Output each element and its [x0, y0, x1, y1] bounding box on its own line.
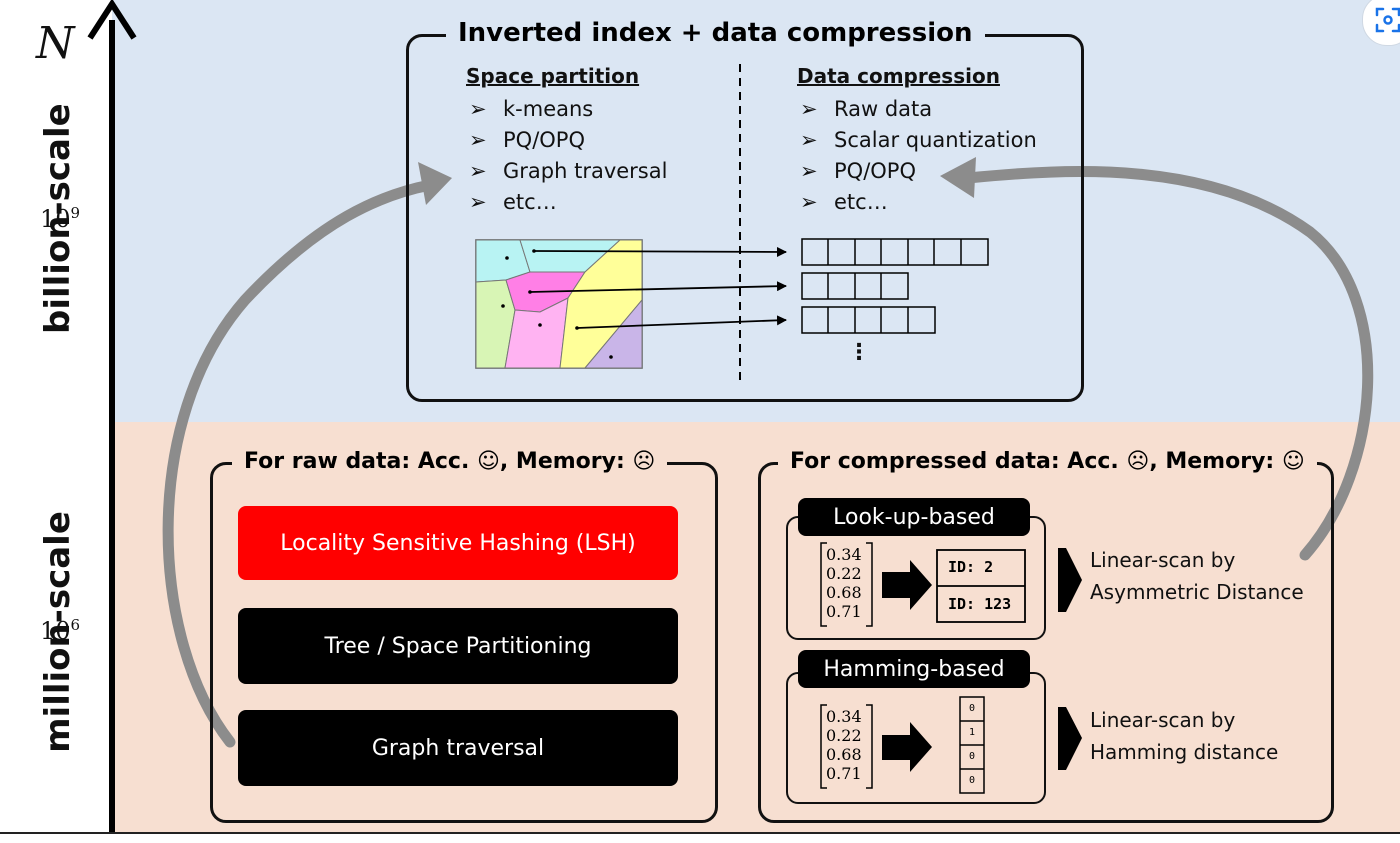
- list-arrow-3: [576, 315, 787, 329]
- tick-billion-exponent: 9: [70, 204, 81, 222]
- million-scale-label: million-scale: [38, 511, 78, 753]
- space-partition-item-label: etc…: [503, 190, 557, 214]
- space-partition-item: ➢ Graph traversal: [469, 159, 667, 183]
- vector-value: 0.34: [826, 545, 862, 564]
- vector-value: 0.71: [826, 764, 862, 783]
- list-marker-icon: ➢: [800, 97, 818, 121]
- inverted-index-title: Inverted index + data compression: [446, 18, 985, 48]
- list-marker-icon: ➢: [469, 190, 487, 214]
- raw-data-title: For raw data: Acc. ☺, Memory: ☹: [232, 446, 668, 474]
- space-partition-item-label: PQ/OPQ: [503, 128, 585, 152]
- list-marker-icon: ➢: [469, 97, 487, 121]
- graph-traversal-method: Graph traversal: [238, 710, 678, 786]
- bottom-rule: [0, 832, 1400, 843]
- vector-value: 0.34: [826, 707, 862, 726]
- data-compression-item-label: PQ/OPQ: [834, 159, 916, 183]
- lsh-method: Locality Sensitive Hashing (LSH): [238, 506, 678, 580]
- scan-icon[interactable]: [1362, 0, 1400, 46]
- voronoi-partition: [475, 239, 643, 369]
- bit-value: 1: [968, 727, 976, 738]
- tick-million-base: 10: [40, 617, 71, 645]
- query-vector-lookup: 0.34 0.22 0.68 0.71: [826, 545, 862, 621]
- vector-value: 0.22: [826, 564, 862, 583]
- list-marker-icon: ➢: [800, 190, 818, 214]
- query-vector-hamming: 0.34 0.22 0.68 0.71: [826, 707, 862, 783]
- compressed-data-title: For compressed data: Acc. ☹, Memory: ☺: [778, 446, 1317, 474]
- lookup-description-line: Asymmetric Distance: [1090, 580, 1304, 604]
- data-compression-item: ➢ PQ/OPQ: [800, 159, 916, 183]
- list-marker-icon: ➢: [469, 128, 487, 152]
- voronoi-cell-yellow: [559, 239, 643, 369]
- space-partition-item: ➢ etc…: [469, 190, 557, 214]
- tick-million-exponent: 6: [70, 616, 81, 634]
- hamming-description-line: Linear-scan by: [1090, 708, 1236, 732]
- vector-value: 0.22: [826, 726, 862, 745]
- block-arrow-hamming-out: [1058, 707, 1082, 770]
- list-marker-icon: ➢: [800, 159, 818, 183]
- list-marker-icon: ➢: [800, 128, 818, 152]
- space-partition-item: ➢ k-means: [469, 97, 593, 121]
- axis-n-label: N: [36, 18, 75, 69]
- vector-value: 0.68: [826, 745, 862, 764]
- id-table: [936, 549, 1026, 623]
- lookup-description: Linear-scan by Asymmetric Distance: [1090, 544, 1304, 608]
- lookup-based-tag: Look-up-based: [798, 498, 1030, 536]
- list-arrow-2: [529, 281, 787, 293]
- data-compression-heading: Data compression: [797, 64, 1000, 88]
- bit-column: [959, 696, 985, 794]
- hamming-description-line: Hamming distance: [1090, 740, 1279, 764]
- tick-billion-base: 10: [40, 205, 71, 233]
- vector-bracket-lookup-right: [866, 542, 873, 627]
- data-compression-item-label: Scalar quantization: [834, 128, 1037, 152]
- bit-value: 0: [968, 775, 976, 786]
- data-compression-item: ➢ etc…: [800, 190, 888, 214]
- tick-million: 106: [40, 616, 80, 645]
- data-compression-item: ➢ Scalar quantization: [800, 128, 1037, 152]
- bit-value: 0: [968, 703, 976, 714]
- n-axis-arrowhead: [87, 0, 137, 40]
- tick-billion: 109: [40, 204, 80, 233]
- inverted-list-3: [801, 306, 936, 334]
- inverted-list-2: [801, 272, 909, 300]
- scan-icon-glyph: [1375, 7, 1400, 33]
- hamming-panel: [786, 672, 1046, 804]
- id-cell-123: ID: 123: [948, 595, 1012, 613]
- list-arrow-1: [533, 246, 787, 257]
- hamming-description: Linear-scan by Hamming distance: [1090, 704, 1278, 768]
- vector-bracket-lookup-left: [820, 542, 827, 627]
- vector-value: 0.68: [826, 583, 862, 602]
- space-partition-item-label: Graph traversal: [503, 159, 668, 183]
- lookup-description-line: Linear-scan by: [1090, 548, 1236, 572]
- block-arrow-lookup-out: [1058, 548, 1082, 612]
- vector-value: 0.71: [826, 602, 862, 621]
- vector-bracket-hamming-left: [820, 704, 827, 789]
- hamming-based-tag: Hamming-based: [798, 650, 1030, 688]
- inverted-index-box: [406, 34, 1084, 402]
- upgrade-arrow-left: [162, 162, 452, 748]
- bit-value: 0: [968, 751, 976, 762]
- data-compression-item: ➢ Raw data: [800, 97, 932, 121]
- vector-bracket-hamming-right: [866, 704, 873, 789]
- upgrade-arrow-right: [940, 157, 1374, 561]
- space-partition-item: ➢ PQ/OPQ: [469, 128, 585, 152]
- tree-partitioning-method: Tree / Space Partitioning: [238, 608, 678, 684]
- id-cell-2: ID: 2: [948, 558, 994, 576]
- block-arrow-lookup: [882, 560, 932, 610]
- billion-scale-region: [112, 0, 1400, 422]
- voronoi-cell-purple: [583, 298, 643, 369]
- data-compression-item-label: etc…: [834, 190, 888, 214]
- more-lists-ellipsis: ⋮: [848, 340, 870, 365]
- billion-scale-label: billion-scale: [38, 103, 78, 334]
- block-arrow-hamming: [882, 722, 932, 772]
- list-marker-icon: ➢: [469, 159, 487, 183]
- data-compression-item-label: Raw data: [834, 97, 933, 121]
- inverted-list-1: [801, 238, 989, 266]
- space-partition-item-label: k-means: [503, 97, 594, 121]
- space-partition-heading: Space partition: [466, 64, 640, 88]
